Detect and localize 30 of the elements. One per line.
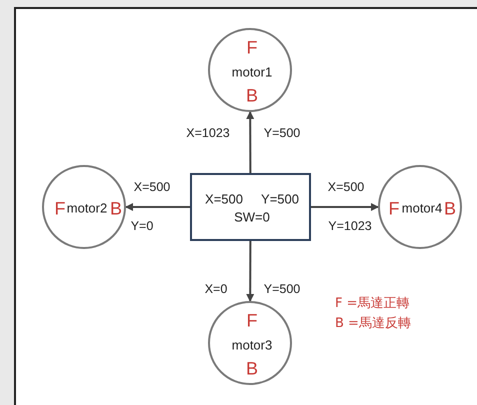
direction-letter: F	[388, 198, 400, 220]
value-text: SW=0	[234, 210, 270, 224]
direction-letter: B	[444, 198, 456, 220]
direction-letter: F	[54, 198, 66, 220]
direction-letter: F	[246, 310, 258, 332]
value-label: X=500	[134, 180, 170, 194]
legend-note: B =馬達反轉	[335, 315, 411, 332]
arrow	[246, 241, 254, 302]
motor-name: motor4	[402, 200, 442, 216]
value-text: Y=500	[261, 192, 299, 206]
value-label: Y=0	[130, 219, 154, 233]
value-label: X=1023	[186, 126, 230, 140]
direction-letter: B	[246, 86, 258, 106]
value-label: Y=500	[264, 282, 300, 296]
value-label: Y=500	[264, 126, 300, 140]
value-label: X=500	[328, 180, 364, 194]
direction-letter: F	[246, 38, 258, 58]
direction-letter: B	[110, 198, 122, 220]
value-label: Y=1023	[328, 219, 372, 233]
arrow	[311, 203, 379, 211]
motor-name: motor3	[232, 338, 272, 352]
value-label: X=0	[204, 282, 228, 296]
arrow	[125, 203, 190, 211]
direction-letter: B	[246, 358, 258, 380]
motor-name: motor2	[66, 200, 108, 216]
motor-name: motor1	[232, 64, 272, 80]
arrow	[246, 111, 254, 173]
value-text: X=500	[205, 192, 243, 206]
legend-note: F =馬達正轉	[335, 295, 410, 312]
joystick-box	[190, 173, 311, 241]
